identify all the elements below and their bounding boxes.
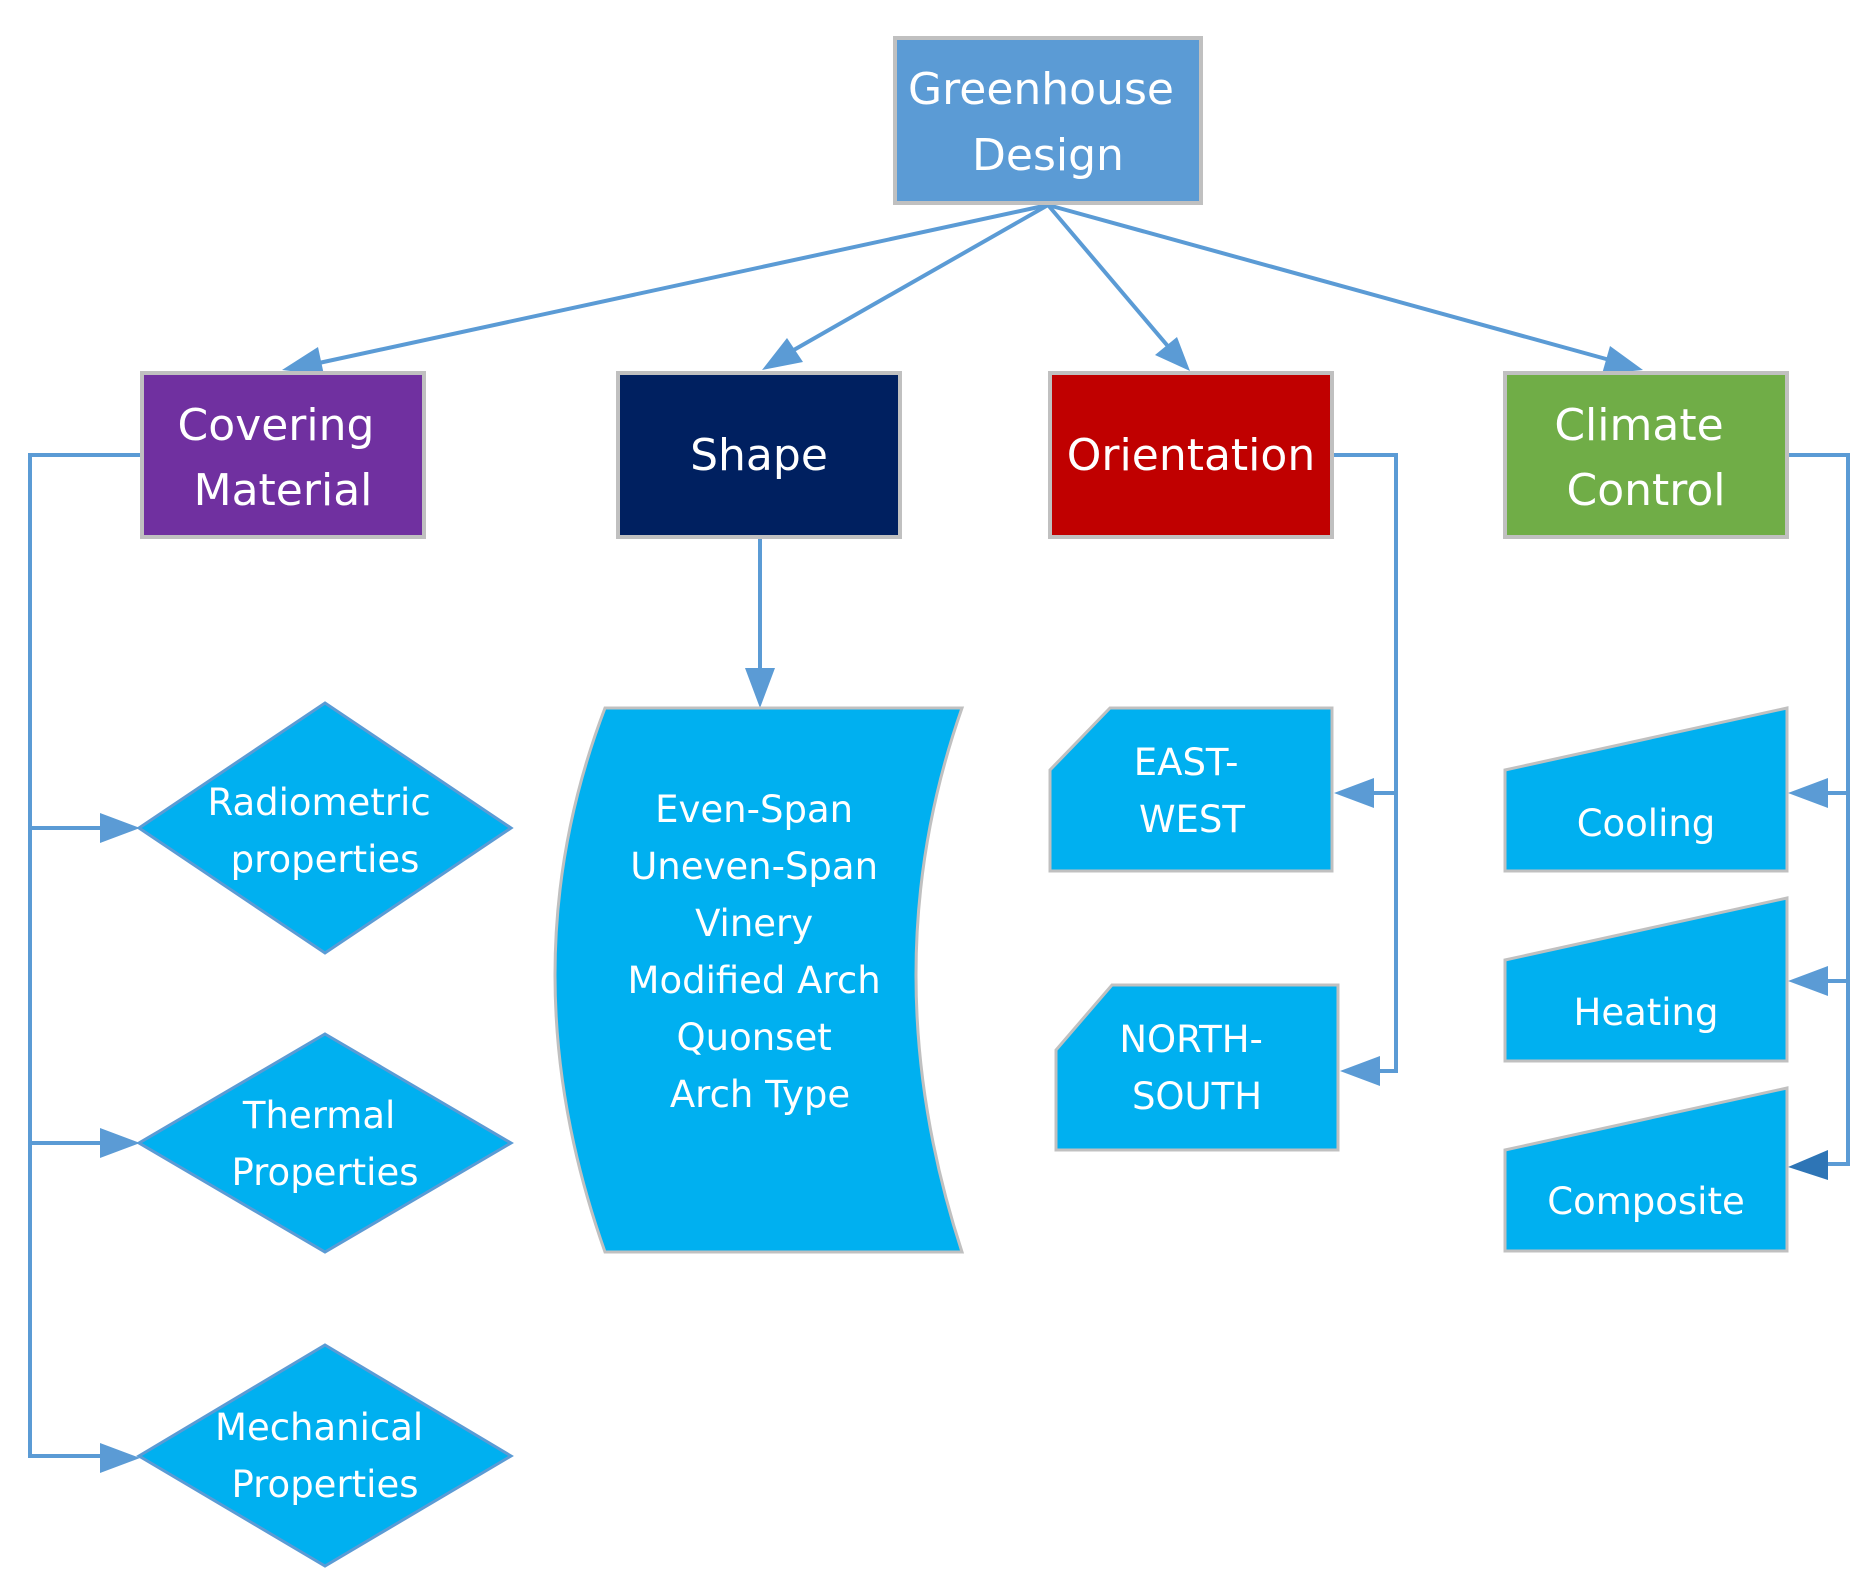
orientation-label-line-1: Orientation: [1067, 430, 1315, 481]
category-orientation: Orientation: [1048, 371, 1334, 539]
connector-root-shape: [784, 203, 1049, 357]
orientation-box: [1048, 371, 1334, 539]
thermal-label-line-1: Thermal: [242, 1094, 395, 1137]
covering-label-line-2: Material: [194, 465, 373, 516]
shape-list-line-6: Arch Type: [670, 1073, 850, 1116]
arrowhead-climate: [1602, 346, 1643, 374]
radiometric-label-line-2: properties: [231, 838, 420, 881]
svg-text:Heating: Heating: [1574, 991, 1719, 1034]
shape-list-box: [553, 706, 965, 1254]
svg-text:Thermal Properties: Thermal Properties: [232, 1094, 419, 1194]
connector-root-covering: [304, 203, 1049, 368]
arrowhead-heating: [1788, 966, 1828, 996]
covering-box: [140, 371, 426, 539]
svg-text:Climate Control: Climate Control: [1554, 400, 1737, 516]
connector-root-climate: [1047, 203, 1618, 364]
cooling-box: [1503, 706, 1789, 873]
composite-label: Composite: [1547, 1180, 1744, 1223]
arrowhead-shape-list: [745, 668, 775, 708]
covering-item-mechanical: Mechanical Properties: [136, 1343, 514, 1568]
heating-box: [1503, 896, 1789, 1063]
root-node: Greenhouse Design: [893, 36, 1203, 205]
svg-text:Greenhouse Design: Greenhouse Design: [908, 64, 1188, 181]
svg-text:Composite: Composite: [1547, 1180, 1744, 1223]
eastwest-box: [1048, 706, 1334, 873]
arrowhead-shape: [762, 338, 803, 370]
arrowhead-covering: [282, 347, 324, 375]
orientation-item-northsouth: NORTH- SOUTH: [1054, 983, 1340, 1152]
svg-text:Covering Material: Covering Material: [178, 400, 389, 516]
covering-item-thermal: Thermal Properties: [136, 1032, 514, 1254]
orientation-item-eastwest: EAST- WEST: [1048, 706, 1334, 873]
cooling-label: Cooling: [1577, 802, 1716, 845]
connectors: [28, 203, 1850, 1473]
shape-list-line-2: Uneven-Span: [630, 845, 878, 888]
shape-box: [616, 371, 902, 539]
category-shape: Shape: [616, 371, 902, 539]
svg-text:EAST- WEST: EAST- WEST: [1134, 741, 1251, 841]
arrowhead-mechanical: [100, 1443, 140, 1473]
connector-climate-bracket: [1787, 453, 1850, 1166]
arrowhead-thermal: [100, 1128, 140, 1158]
connector-orientation-bracket: [1333, 453, 1398, 1073]
composite-box: [1503, 1086, 1789, 1253]
root-box: [893, 36, 1203, 205]
mechanical-label-line-2: Properties: [232, 1463, 419, 1506]
shape-label-line-1: Shape: [690, 430, 828, 481]
arrowhead-radiometric: [100, 813, 140, 843]
climate-label-line-1: Climate: [1554, 400, 1723, 451]
covering-label-line-1: Covering: [178, 400, 375, 451]
radiometric-diamond: [136, 701, 514, 955]
svg-text:Cooling: Cooling: [1577, 802, 1716, 845]
eastwest-label-line-1: EAST-: [1134, 741, 1239, 784]
arrowhead-orientation: [1155, 337, 1190, 371]
svg-text:Even-Span Uneven-Span: Even-Span Uneven-Span Vinery Modified Ar…: [628, 788, 893, 1116]
root-label-line-1: Greenhouse: [908, 64, 1174, 115]
eastwest-label-line-2: WEST: [1139, 798, 1245, 841]
svg-text:Shape: Shape: [690, 430, 828, 481]
northsouth-label-line-2: SOUTH: [1132, 1075, 1262, 1118]
northsouth-box: [1054, 983, 1340, 1152]
shape-item-list: Even-Span Uneven-Span Vinery Modified Ar…: [553, 706, 965, 1254]
climate-item-heating: Heating: [1503, 896, 1789, 1063]
root-label-line-2: Design: [972, 130, 1124, 181]
connector-covering-bracket: [28, 453, 142, 1458]
arrowhead-cooling: [1788, 778, 1828, 808]
heating-label: Heating: [1574, 991, 1719, 1034]
svg-text:NORTH- SOUTH: NORTH- SOUTH: [1119, 1018, 1274, 1118]
arrowhead-composite: [1788, 1150, 1828, 1180]
shape-list-line-5: Quonset: [677, 1016, 832, 1059]
climate-item-cooling: Cooling: [1503, 706, 1789, 873]
arrowhead-northsouth: [1340, 1056, 1380, 1086]
climate-label-line-2: Control: [1566, 465, 1725, 516]
svg-text:Mechanical Properties: Mechanical Properties: [215, 1406, 435, 1506]
connector-root-orientation: [1046, 203, 1174, 353]
thermal-label-line-2: Properties: [232, 1151, 419, 1194]
northsouth-label-line-1: NORTH-: [1119, 1018, 1263, 1061]
climate-box: [1503, 371, 1789, 539]
category-covering: Covering Material: [140, 371, 426, 539]
shape-list-line-1: Even-Span: [655, 788, 853, 831]
svg-text:Orientation: Orientation: [1067, 430, 1315, 481]
radiometric-label-line-1: Radiometric: [208, 781, 431, 824]
covering-item-radiometric: Radiometric properties: [136, 701, 514, 955]
mechanical-label-line-1: Mechanical: [215, 1406, 423, 1449]
shape-list-line-3: Vinery: [695, 902, 813, 945]
category-climate: Climate Control: [1503, 371, 1789, 539]
climate-item-composite: Composite: [1503, 1086, 1789, 1253]
mechanical-diamond: [136, 1343, 514, 1568]
arrowhead-eastwest: [1334, 778, 1374, 808]
svg-text:Radiometric properties: Radiometric properties: [208, 781, 443, 881]
shape-list-line-4: Modified Arch: [628, 959, 881, 1002]
thermal-diamond: [136, 1032, 514, 1254]
